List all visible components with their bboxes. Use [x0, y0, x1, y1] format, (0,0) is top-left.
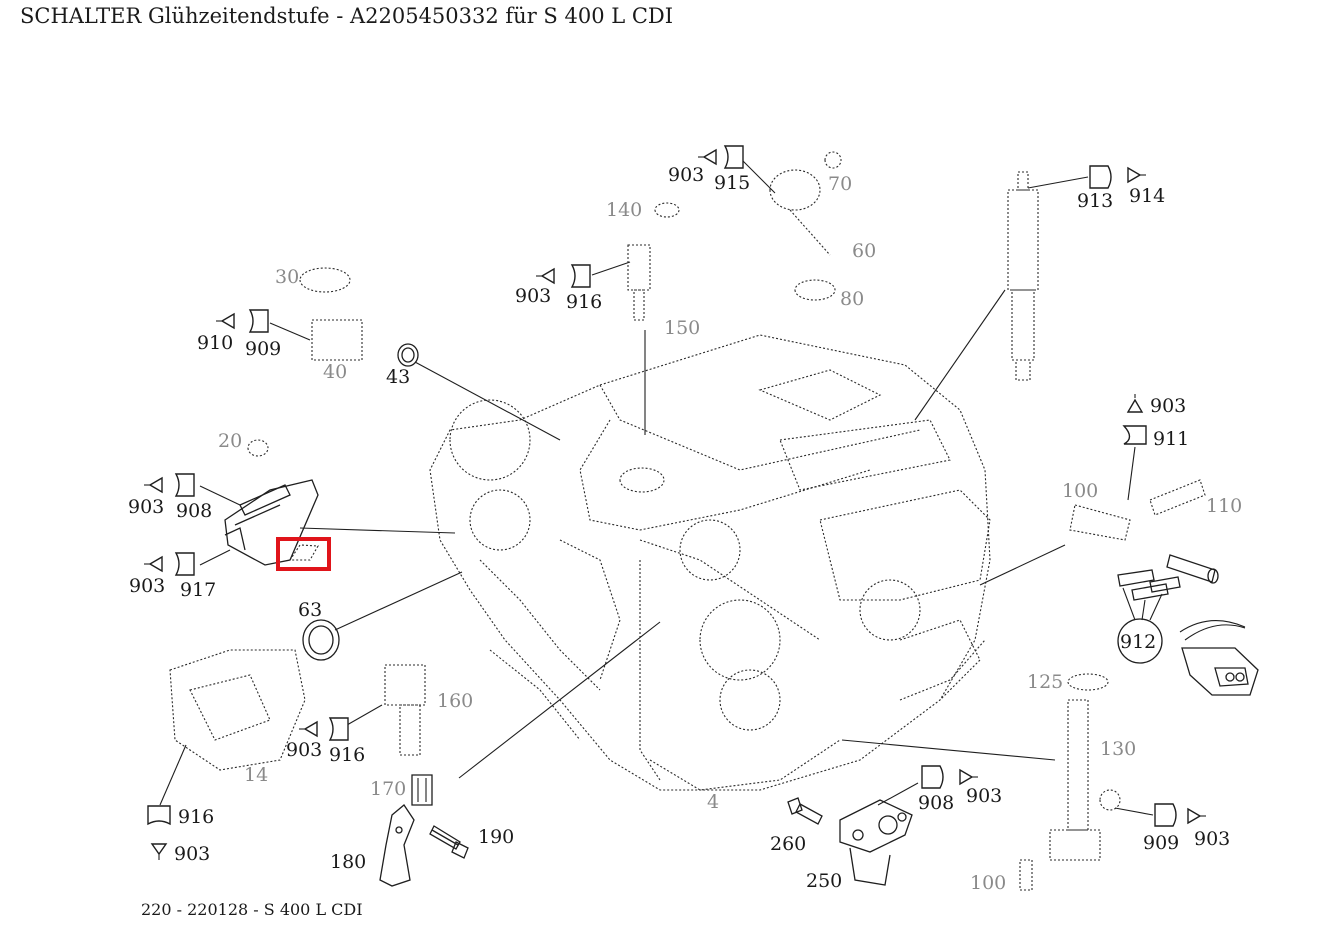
faint-position-labels: 140 150 70 80 60 30 40 20 110 100 125 13…: [218, 173, 1242, 894]
small-parts: [169, 151, 1259, 891]
label-903: 903: [1194, 828, 1230, 850]
diagram-footer: 220 - 220128 - S 400 L CDI: [141, 900, 363, 919]
label-20: 20: [218, 430, 242, 452]
label-911: 911: [1153, 428, 1189, 450]
sensor-part: [627, 202, 680, 321]
label-916: 916: [566, 291, 602, 313]
connector-plug-icon: [147, 805, 171, 860]
sensor-part: [1069, 479, 1206, 541]
label-170: 170: [370, 778, 406, 800]
connector-plug-icon: [536, 264, 591, 288]
repair-kit-part: [1117, 554, 1259, 696]
sensor-part: [1019, 673, 1121, 891]
highlight-box: [276, 537, 331, 571]
label-903: 903: [286, 739, 322, 761]
connector-plug-icon: [299, 717, 349, 741]
label-913: 913: [1077, 190, 1113, 212]
connector-symbols: [144, 145, 1206, 860]
label-914: 914: [1129, 185, 1165, 207]
connector-plug-icon: [1122, 394, 1147, 445]
bracket-part: [379, 804, 415, 887]
label-903: 903: [1150, 395, 1186, 417]
label-908: 908: [918, 792, 954, 814]
label-903: 903: [515, 285, 551, 307]
position-labels: 903 915 913 914 903 916 910 909 43 903 9…: [128, 164, 1230, 892]
glow-control-unit-part: [224, 439, 319, 566]
label-917: 917: [180, 579, 216, 601]
connector-plug-icon: [144, 552, 195, 576]
label-903: 903: [966, 785, 1002, 807]
label-916: 916: [178, 806, 214, 828]
connector-plug-icon: [144, 473, 195, 497]
label-110: 110: [1206, 495, 1242, 517]
label-903: 903: [174, 843, 210, 865]
valve-part: [169, 649, 306, 771]
page-title: SCHALTER Glühzeitendstufe - A2205450332 …: [20, 4, 674, 28]
label-915: 915: [714, 172, 750, 194]
bolt-part: [429, 825, 469, 859]
bolt-part: [787, 797, 823, 825]
label-260: 260: [770, 833, 806, 855]
connector-plug-icon: [1089, 165, 1146, 189]
label-40: 40: [323, 361, 347, 383]
label-70: 70: [828, 173, 852, 195]
glow-plug-part: [1007, 171, 1039, 381]
label-30: 30: [275, 266, 299, 288]
label-140: 140: [606, 199, 642, 221]
label-160: 160: [437, 690, 473, 712]
sensor-part: [384, 664, 426, 756]
label-903: 903: [668, 164, 704, 186]
label-125: 125: [1027, 671, 1063, 693]
leader-lines: [159, 159, 1154, 816]
highlighted-part-outline: [288, 544, 319, 561]
label-63: 63: [298, 599, 322, 621]
label-909: 909: [245, 338, 281, 360]
label-100: 100: [1062, 480, 1098, 502]
sensor-part: [769, 151, 842, 301]
label-909: 909: [1143, 832, 1179, 854]
label-180: 180: [330, 851, 366, 873]
sensor-part: [299, 267, 363, 361]
label-60: 60: [852, 240, 876, 262]
o-ring-part: [397, 343, 419, 367]
label-150: 150: [664, 317, 700, 339]
label-80: 80: [840, 288, 864, 310]
flange-part: [839, 799, 913, 886]
label-14: 14: [244, 764, 268, 786]
connector-plug-icon: [216, 309, 269, 333]
label-100: 100: [970, 872, 1006, 894]
label-4: 4: [707, 791, 719, 813]
label-908: 908: [176, 500, 212, 522]
filter-part: [411, 774, 433, 806]
label-912: 912: [1120, 631, 1156, 653]
label-130: 130: [1100, 738, 1136, 760]
label-903: 903: [128, 496, 164, 518]
connector-plug-icon: [921, 765, 978, 789]
label-250: 250: [806, 870, 842, 892]
label-910: 910: [197, 332, 233, 354]
label-916: 916: [329, 744, 365, 766]
label-190: 190: [478, 826, 514, 848]
connector-plug-icon: [1154, 803, 1206, 827]
connector-plug-icon: [698, 145, 744, 169]
o-ring-part: [302, 619, 340, 661]
label-43: 43: [386, 366, 410, 388]
label-903: 903: [129, 575, 165, 597]
engine-assembly-drawing: [429, 334, 991, 791]
